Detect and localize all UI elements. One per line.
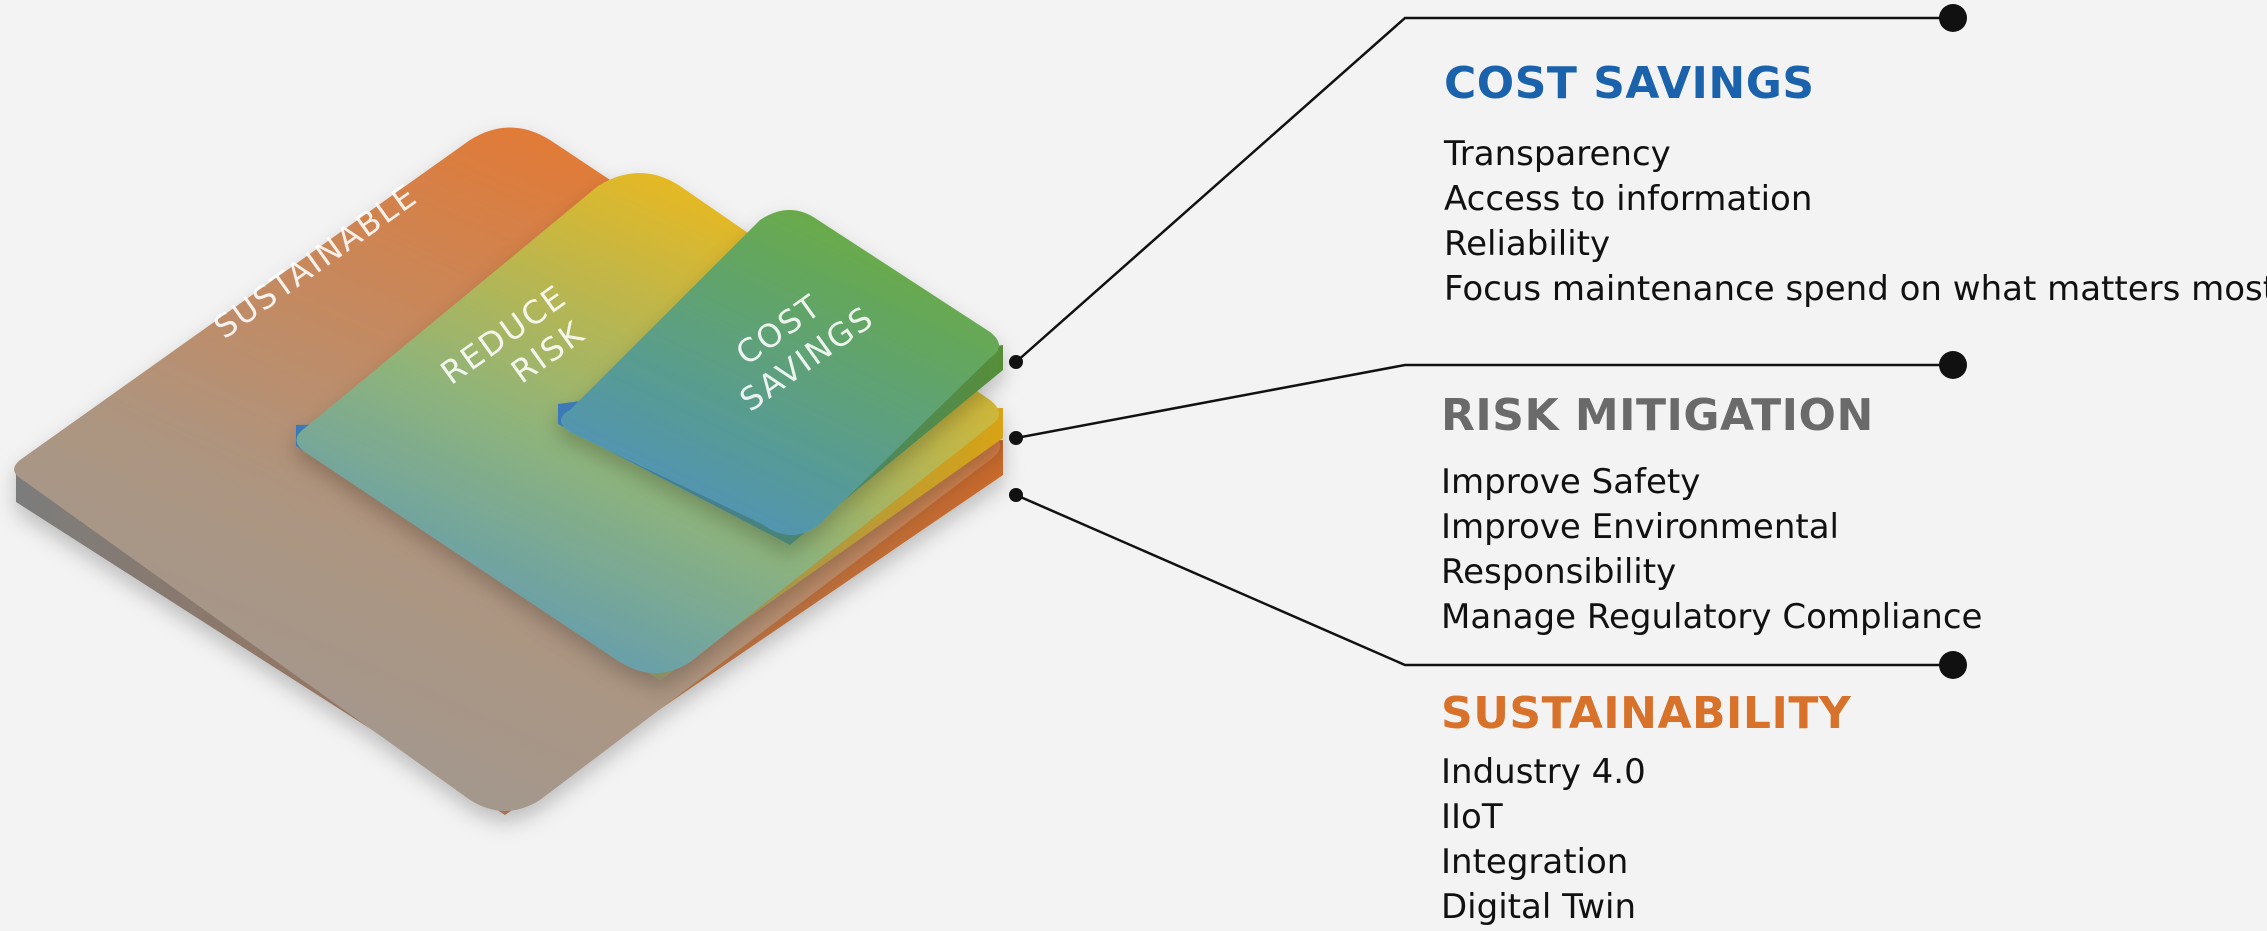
connector-dot-risk-end	[1939, 351, 1967, 379]
list-item: Transparency	[1444, 134, 1671, 175]
list-item: Integration	[1441, 842, 1629, 883]
sustainability-list: Industry 4.0 IIoT Integration Digital Tw…	[1441, 750, 1851, 930]
connector-sustainability	[1015, 493, 1953, 667]
list-item: Reliability	[1444, 224, 1611, 265]
connector-dot-cost-end	[1939, 4, 1967, 32]
list-item: Improve Environmental	[1441, 507, 1839, 548]
risk-mitigation-title: RISK MITIGATION	[1441, 390, 1874, 441]
sustainability-title: SUSTAINABILITY	[1441, 688, 1852, 739]
list-item: Access to information	[1444, 179, 1813, 220]
connector-dot-sustainability-start	[1009, 488, 1023, 502]
sustainability-section: SUSTAINABILITY Industry 4.0 IIoT Integra…	[1441, 688, 1852, 930]
list-item: Improve Safety	[1441, 462, 1701, 503]
list-item: Digital Twin	[1441, 887, 1637, 928]
connector-dot-risk-start	[1009, 431, 1023, 445]
connector-dot-cost-start	[1009, 355, 1023, 369]
list-item: Responsibility	[1441, 552, 1677, 593]
list-item: Focus maintenance spend on what matters …	[1444, 269, 2267, 310]
cost-savings-title: COST SAVINGS	[1444, 58, 1815, 109]
cost-savings-section: COST SAVINGS Transparency Access to info…	[1444, 58, 2267, 312]
list-item: Industry 4.0	[1441, 752, 1646, 793]
connector-risk	[1015, 363, 1953, 440]
risk-mitigation-section: RISK MITIGATION Improve Safety Improve E…	[1441, 390, 1982, 640]
connector-cost	[1015, 16, 1953, 363]
risk-mitigation-list: Improve Safety Improve Environmental Res…	[1441, 460, 1982, 640]
cost-savings-list: Transparency Access to information Relia…	[1444, 132, 2267, 312]
connector-dot-sustainability-end	[1939, 651, 1967, 679]
list-item: IIoT	[1441, 797, 1503, 838]
list-item: Manage Regulatory Compliance	[1441, 597, 1983, 638]
cost-savings-layer	[558, 210, 1003, 545]
